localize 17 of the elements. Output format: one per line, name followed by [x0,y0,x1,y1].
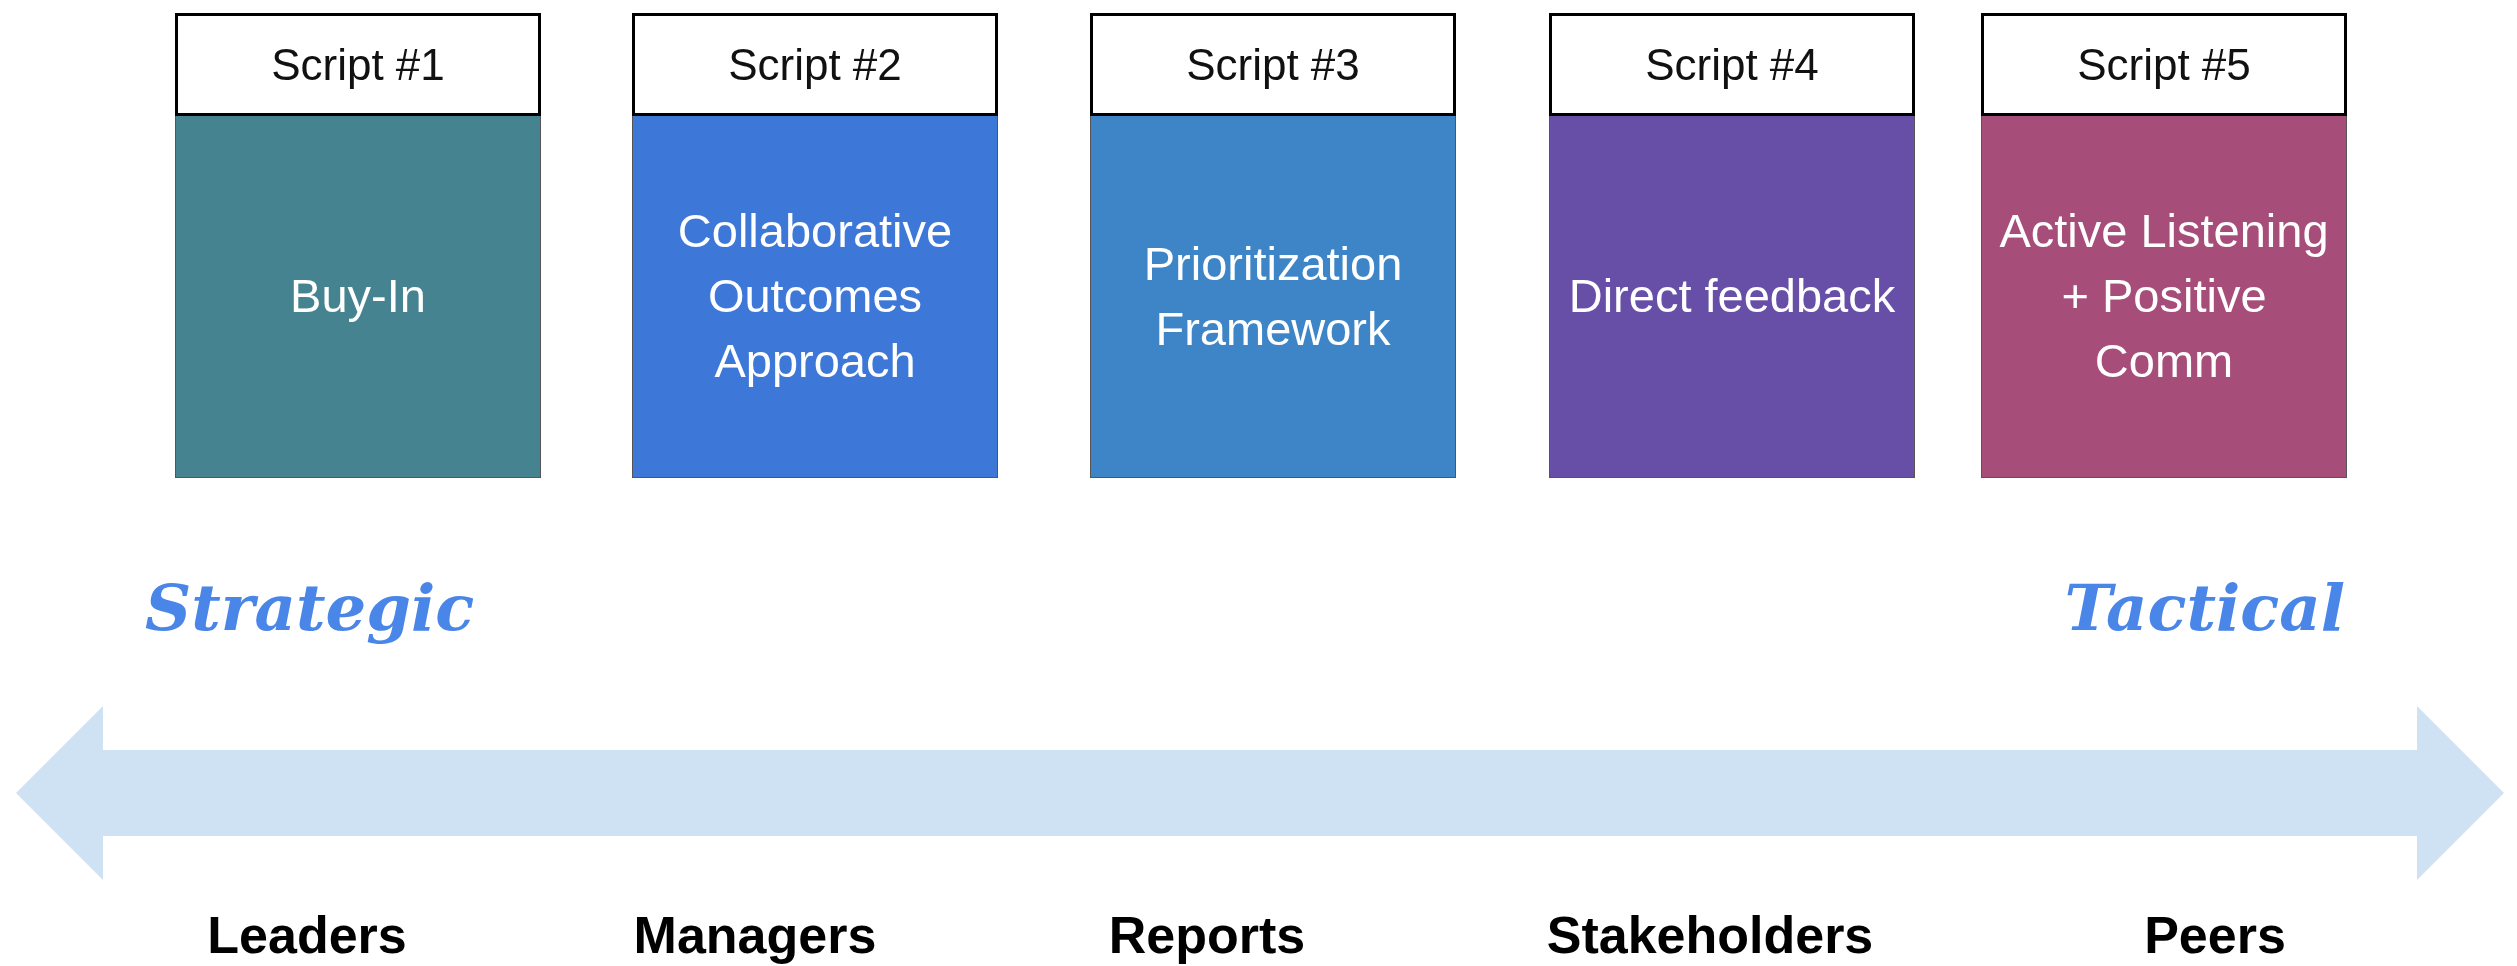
script-title: Prioritization Framework [1142,235,1404,357]
audience-label: Peers [2144,905,2286,965]
audience-label: Leaders [207,905,407,965]
script-title: Active Listening + Positive Comm [1998,203,2330,389]
scale-label: Tactical [2064,570,2345,645]
audience-label: Stakeholders [1546,905,1874,965]
script-title: Collaborative Outcomes Approach [676,203,954,389]
script-header: Script #4 [1549,13,1915,116]
script-header: Script #2 [632,13,998,116]
script-header: Script #3 [1090,13,1456,116]
audience-label: Managers [633,905,877,965]
script-title: Buy-In [290,268,426,325]
scale-label: Strategic [145,570,475,645]
script-header: Script #1 [175,13,541,116]
audience-label: Reports [1108,905,1306,965]
script-title: Direct feedback [1568,268,1896,325]
script-header: Script #5 [1981,13,2347,116]
